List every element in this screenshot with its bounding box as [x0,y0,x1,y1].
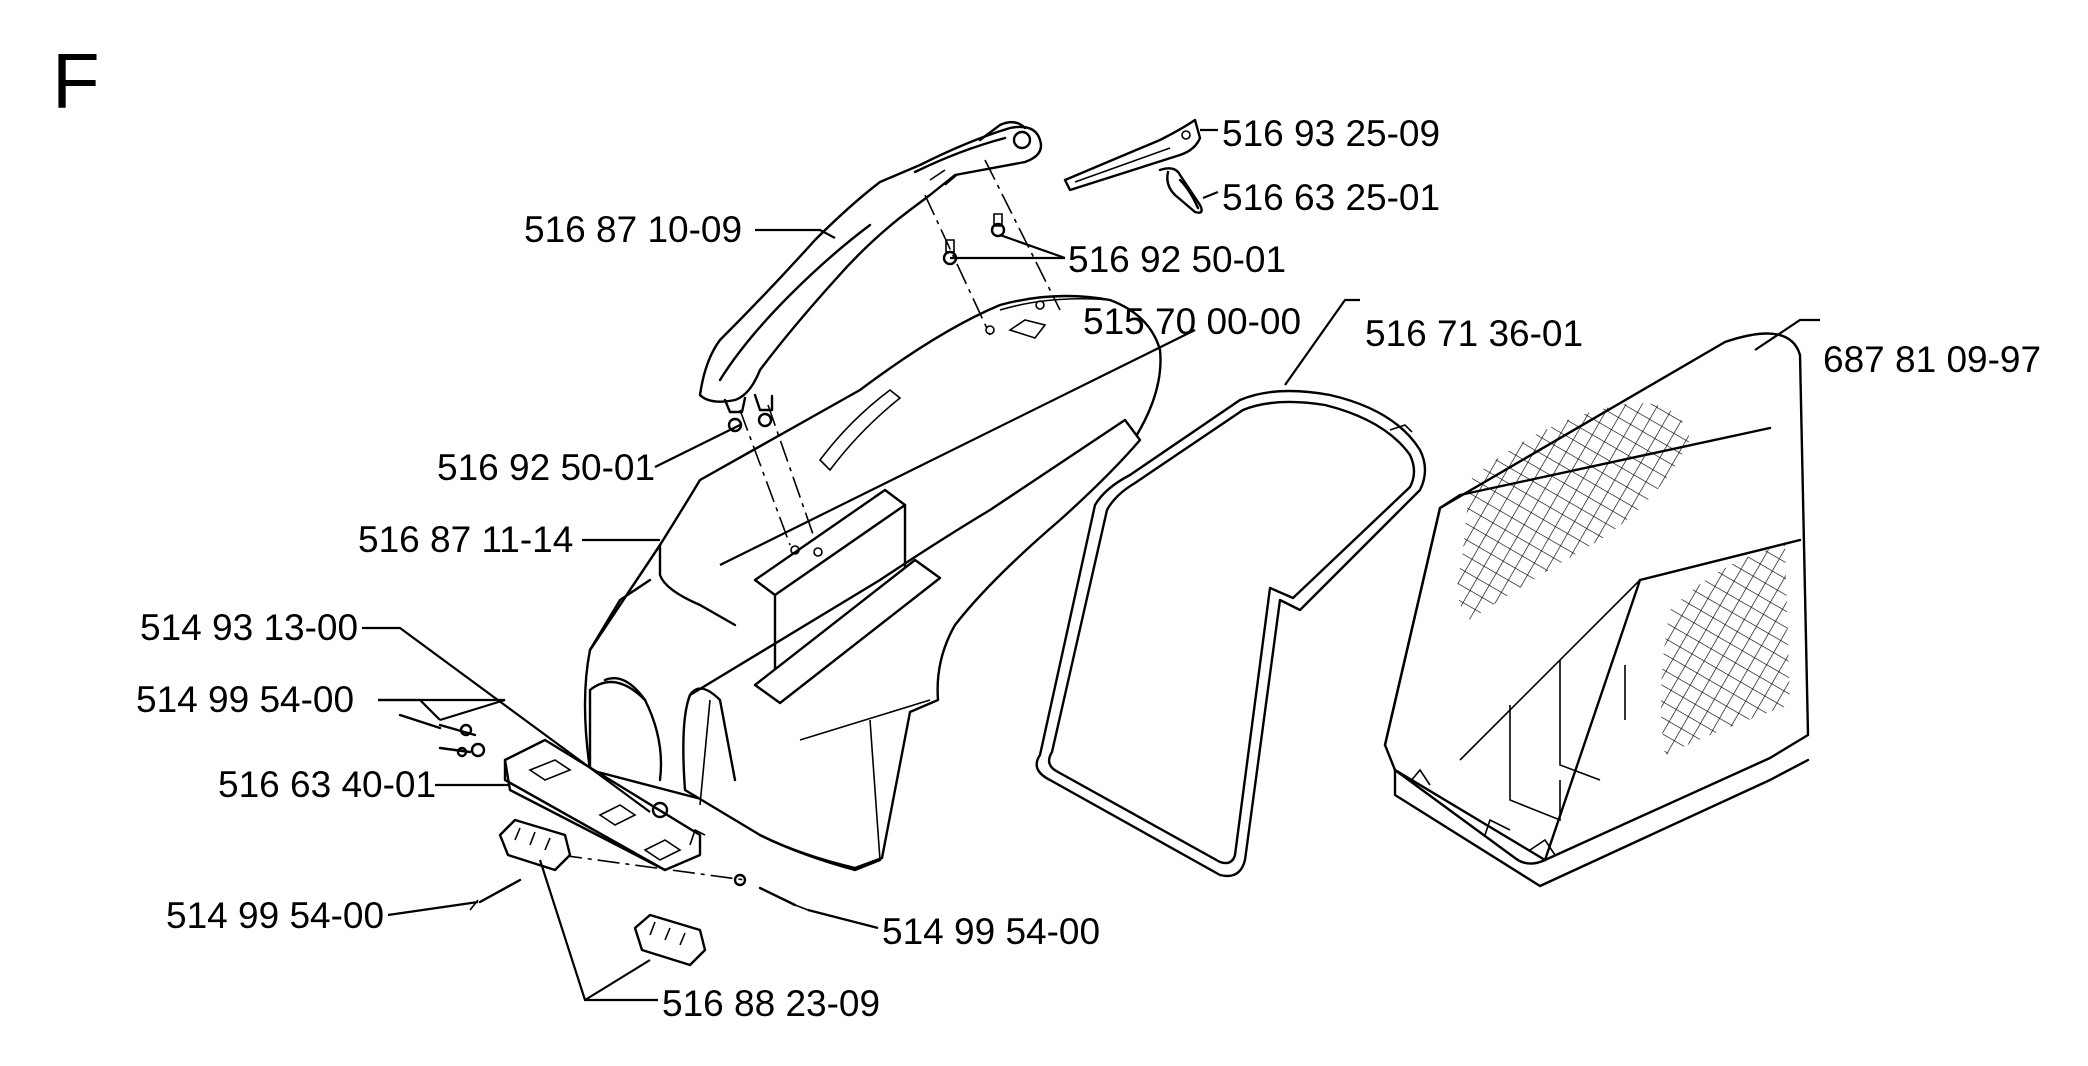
bag-frame [1035,389,1427,878]
label-516-88-23-09: 516 88 23-09 [662,983,880,1024]
label-514-93-13-00: 514 93 13-00 [140,607,358,648]
screws-left [727,404,823,557]
part-labels: 516 93 25-09 516 63 25-01 516 87 10-09 5… [136,113,2041,1024]
label-516-63-40-01: 516 63 40-01 [218,764,436,805]
grass-catcher-bag [1383,332,1810,888]
label-516-92-50-01-left: 516 92 50-01 [437,447,655,488]
section-letter: F [52,37,100,125]
label-516-93-25-09: 516 93 25-09 [1222,113,1440,154]
label-514-99-54-00-c: 514 99 54-00 [882,911,1100,952]
handle-cover [1063,118,1202,192]
label-516-63-25-01: 516 63 25-01 [1222,177,1440,218]
pins [398,713,809,911]
label-516-87-10-09: 516 87 10-09 [524,209,742,250]
clip [1158,167,1203,214]
label-514-99-54-00-b: 514 99 54-00 [166,895,384,936]
latches [498,818,707,967]
label-515-70-00-00: 515 70 00-00 [1083,301,1301,342]
label-516-71-36-01: 516 71 36-01 [1365,313,1583,354]
handle [698,120,1043,414]
bracket [503,738,706,872]
label-514-99-54-00-a: 514 99 54-00 [136,679,354,720]
rear-housing [583,294,1162,872]
leader-lines [362,128,1820,1002]
label-516-92-50-01-top: 516 92 50-01 [1068,239,1286,280]
label-516-87-11-14: 516 87 11-14 [358,519,573,560]
label-687-81-09-97: 687 81 09-97 [1823,339,2041,380]
